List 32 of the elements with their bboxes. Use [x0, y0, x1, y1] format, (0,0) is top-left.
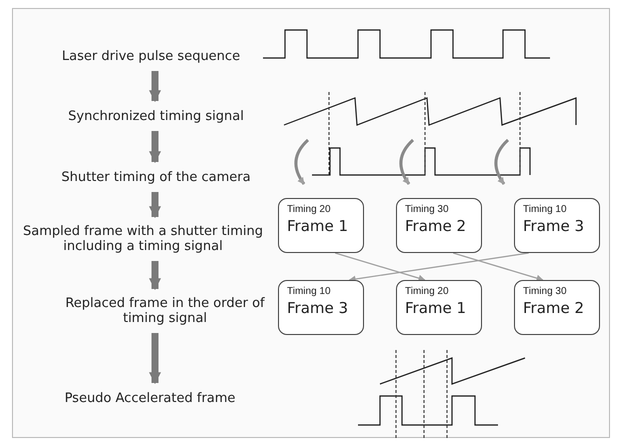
frame-label: Frame 1: [405, 298, 468, 318]
timing-label: Timing 20: [287, 204, 332, 216]
timing-label: Timing 30: [405, 204, 450, 216]
step-label: Laser drive pulse sequence: [40, 44, 262, 68]
frame-box: [514, 280, 600, 335]
frame-box: [278, 280, 364, 335]
frame-box: [278, 198, 364, 253]
step-label: Synchronized timing signal: [45, 104, 267, 128]
frame-box: [514, 198, 600, 253]
arrow: [149, 333, 161, 384]
timing-label: Timing 30: [523, 286, 568, 298]
frame-label: Frame 3: [523, 216, 586, 236]
frame-label: Frame 2: [405, 216, 468, 236]
timing-label: Timing 10: [523, 204, 568, 216]
arrow: [149, 71, 161, 102]
step-label: Shutter timing of the camera: [30, 165, 282, 189]
arrow: [334, 252, 426, 282]
arrow: [348, 252, 529, 283]
step-label: Sampled frame with a shutter timing including a timing signal: [12, 220, 274, 258]
frame-label: Frame 1: [287, 216, 350, 236]
frame-label: Frame 3: [287, 298, 350, 318]
arrow: [149, 131, 161, 164]
frame-box: [396, 198, 482, 253]
frame-label: Frame 2: [523, 298, 586, 318]
arrow: [149, 261, 161, 290]
step-label: Replaced frame in the order of timing signal: [65, 292, 265, 330]
timing-label: Timing 10: [287, 286, 332, 298]
timing-label: Timing 20: [405, 286, 450, 298]
step-label: Pseudo Accelerated frame: [40, 386, 260, 410]
arrow: [149, 192, 161, 218]
arrow: [452, 252, 544, 282]
frame-box: [396, 280, 482, 335]
